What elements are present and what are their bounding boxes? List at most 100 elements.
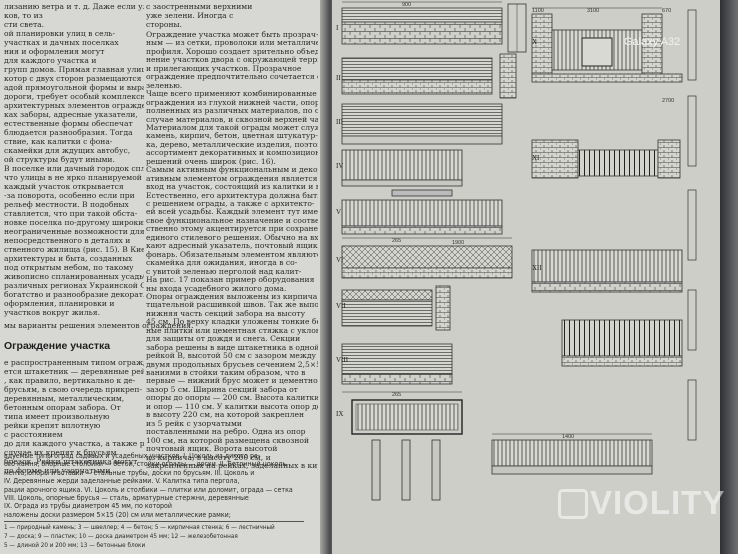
caption-line: мента, опоры и вставки — стальные трубы,… xyxy=(4,468,255,477)
intro-text-line: котор с двух сторон размещаются xyxy=(4,74,142,83)
caption-line: IX. Ограда из трубы диаметром 45 мм, по … xyxy=(4,502,172,511)
legend-line: 1 — природный камень; 3 — швеллер; 4 — б… xyxy=(4,524,275,531)
column-text-line: кают адресный указатель, почтовый ящик, xyxy=(146,241,318,251)
roman-numeral-label: XI xyxy=(532,154,540,162)
column-text-line: тщательной расшивкой швов. Так же выполн… xyxy=(146,300,318,310)
column-text-line: ваниями в стойки таким образом, что в xyxy=(146,368,306,377)
section-text-line: брезок. Рейки штакетника могут xyxy=(4,457,138,466)
fence-drawing-i xyxy=(341,3,527,53)
roman-numeral-label: IV xyxy=(336,162,343,170)
intro-text-line: архитектуры и быта, созданных xyxy=(4,254,133,263)
intro-text-line: -за поворота, особенно если при xyxy=(4,191,135,200)
section-text-line: с расстоянием xyxy=(4,430,63,439)
column-text-line: фонарь. Обязательным элементом являются xyxy=(146,249,318,259)
caption-line: VIII. Цоколь, опорные брусья — сталь, ар… xyxy=(4,494,249,502)
roman-numeral-label: III xyxy=(336,118,344,126)
roman-numeral-label: I xyxy=(336,24,339,32)
caption-line: наложены доски размером 5×15 (20) см или… xyxy=(4,510,231,519)
column-text-line: ассортимент декоративных и композиционны… xyxy=(146,148,318,158)
fence-drawing-vi xyxy=(341,245,513,279)
post-section-details xyxy=(687,9,697,441)
column-text-line: Материалом для такой ограды может служит… xyxy=(146,122,318,132)
caption-divider xyxy=(4,521,304,522)
dimension-label: 1400 xyxy=(562,434,574,440)
intro-text-line: участках и дачных поселках xyxy=(4,38,119,47)
intro-text-line: живописно спланированных усадьбы xyxy=(4,272,144,281)
column-text-line: нение участков двора с окружающей террит… xyxy=(146,55,318,65)
section-text-line: брусьям, в свою очередь прикреп- xyxy=(4,385,143,394)
intro-text-line: различных регионах Украинской ССР, xyxy=(4,281,144,290)
intro-text-line: ой планировки улиц в сель- xyxy=(4,29,116,38)
column-text-line: скамейка для ожидания, иногда в со- xyxy=(146,258,298,268)
intro-text-line: непосредственного в деталях и xyxy=(4,236,131,245)
column-text-line: ственно этому акцентируется при сохранен… xyxy=(146,224,318,234)
column-text-line: ным — из сетки, проволоки или металличес… xyxy=(146,38,318,48)
column-text-line: с увитой зеленью перголой над калит- xyxy=(146,266,302,276)
column-text-line: ограждения из глухой нижней части, опор,… xyxy=(146,97,318,107)
watermark-logo xyxy=(558,489,588,519)
column-text-line: ограждение предпочтительно сочетается с … xyxy=(146,72,318,82)
column-text-line: нижняя часть секций забора на высоту xyxy=(146,308,306,318)
intro-text-line: В поселке или дачный городок спла- xyxy=(4,164,144,173)
intro-text-line: блюдается разнообразия. Тогда xyxy=(4,128,133,137)
intro-text-line: скамейки для ждущих автобус, xyxy=(4,146,131,155)
column-text-line: из 5 рейк с узорчатыми xyxy=(146,418,242,428)
section-text-line: бетонным опорам забора. От xyxy=(4,403,121,412)
fence-drawing-vii xyxy=(341,285,451,331)
legend-line: 5 — длиной 20 и 200 мм; 13 — бетонные бл… xyxy=(4,542,146,549)
dimension-label: 265 xyxy=(392,238,401,244)
column-text-line: единого стилевого решения. Обычно на вхо… xyxy=(146,232,318,242)
fence-drawing-xii xyxy=(491,249,683,475)
roman-numeral-label: IX xyxy=(336,410,343,418)
section-text-line: ется штакетник — деревянные рей- xyxy=(4,367,144,376)
column-text-line: двумя продольных брусьев сечением 2,5×5 … xyxy=(146,359,318,369)
fence-drawing-ix xyxy=(351,399,463,501)
column-text-line: Естественно, его архитектура должна быть… xyxy=(146,190,318,200)
intro-text-line: ствие, как калитки с фона- xyxy=(4,137,113,146)
column-text-line: закрепленных на рейках, заделанных в кир… xyxy=(146,460,318,470)
roman-numeral-label: II xyxy=(336,74,341,82)
fence-drawing-iv xyxy=(341,149,463,187)
dimension-label: 900 xyxy=(402,2,411,8)
caption-line: IV. Деревянные жерди заделанные рейками.… xyxy=(4,477,240,486)
roman-numeral-label: V xyxy=(336,208,341,216)
section-text-line: типа имеет произвольную xyxy=(4,412,110,421)
fence-drawing-ii xyxy=(341,53,517,99)
column-text-line: забора решены в виде штакетника в одной xyxy=(146,342,318,352)
caption-line: вдуемые типы оград садовых и усадебных у… xyxy=(4,452,261,460)
column-text-line: первые — нижний брус может и цементной с… xyxy=(146,376,318,386)
column-top-line: уже зелени. Иногда с xyxy=(146,11,234,20)
fence-drawing-xi xyxy=(531,139,681,179)
column-top-line: с заостренными верхними xyxy=(146,2,253,11)
column-text-line: Самым активным функциональным и декор- xyxy=(146,165,318,175)
intro-text-line: каждый участок открывается xyxy=(4,182,124,191)
dimension-lines xyxy=(342,1,662,435)
intro-text-line: дороги, требует особый комплексный подхо… xyxy=(4,92,144,101)
column-text-line: Чаще всего применяют комбинированные xyxy=(146,89,317,99)
column-text-line: поставленными на ребро. Одна из опор xyxy=(146,427,306,437)
watermark-text: VIOLITY xyxy=(590,484,726,521)
intro-text-line: новке поселка по-другому широких xyxy=(4,218,144,227)
column-top-line: стороны. xyxy=(146,20,182,29)
column-text-line: ативным элементом ограждения является xyxy=(146,173,318,183)
intro-text-line: ой структуры будут иными. xyxy=(4,155,115,164)
left-book-page: лизанию ветра и т. д. Даже если ули-ков,… xyxy=(0,0,328,554)
section-text-line: до для каждого участка, а также ре- xyxy=(4,439,144,448)
intro-text-line: адой прямоугольной формы и выра- xyxy=(4,83,144,92)
fence-drawing-viii xyxy=(341,343,453,385)
section-text-line: по форме или узорчатыми. xyxy=(4,466,113,475)
column-text-line: решений очень широк (рис. 16). xyxy=(146,156,276,166)
section-text-line: рейки крепят вплотную xyxy=(4,421,101,430)
column-text-line: в высоту 220 см, на которой закреплен xyxy=(146,410,305,420)
device-label: Galaxy A32 xyxy=(624,36,681,48)
intro-text-line: ставляется, что при такой обста- xyxy=(4,209,138,218)
intro-text-line: ков, то из xyxy=(4,11,43,20)
intro-text-line: для каждого участка и xyxy=(4,56,97,65)
column-text-line: полненных из различных материалов, по са… xyxy=(146,106,318,116)
intro-text-line: под открытым небом, по такому xyxy=(4,263,134,272)
section-heading: Ограждение участка xyxy=(4,340,111,352)
